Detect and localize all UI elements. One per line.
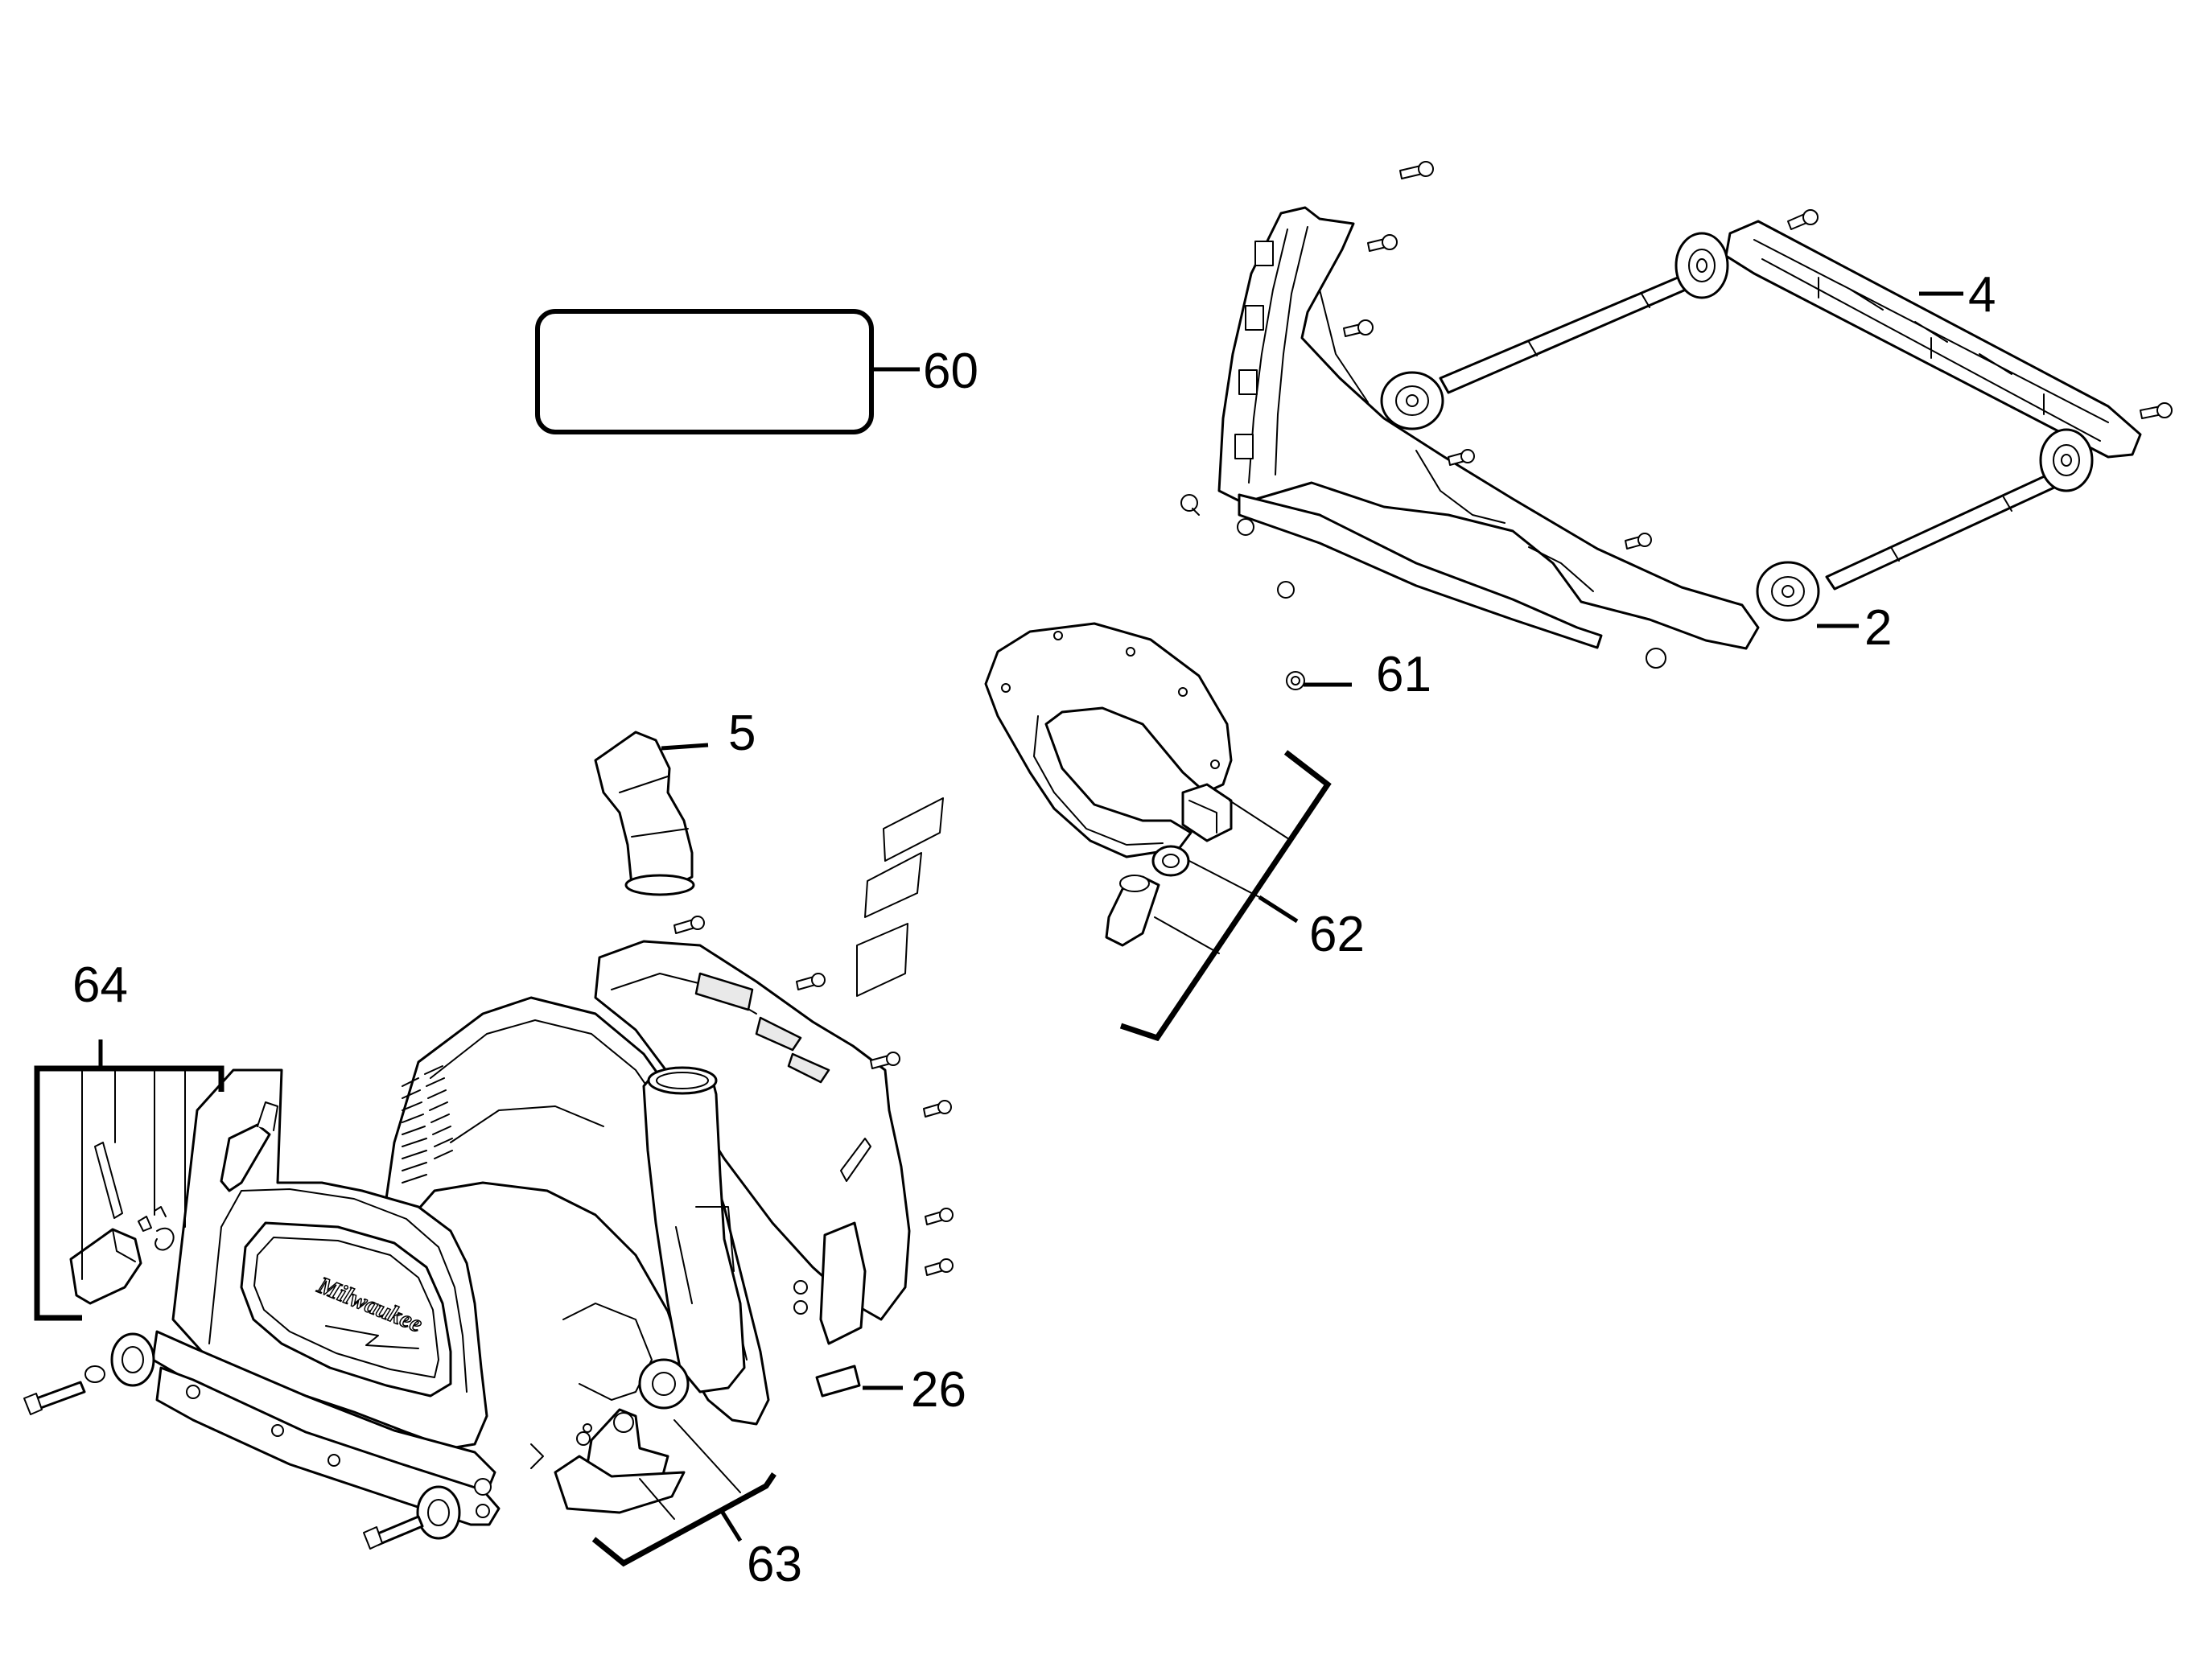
callout-63: 63 [747, 1537, 802, 1592]
guide-shaft-upper [1439, 276, 1687, 394]
screw [1367, 234, 1398, 252]
screw [2140, 402, 2173, 419]
screw [1277, 581, 1295, 599]
brand-badge: Milwaukee [240, 1221, 452, 1398]
blade-guard-housing: Milwaukee [23, 797, 954, 1550]
label-box-part-60 [535, 309, 920, 434]
callout-4: 4 [1968, 267, 1996, 323]
screw [1448, 449, 1475, 466]
callout-2: 2 [1864, 600, 1892, 656]
screw [1399, 161, 1434, 179]
screw [925, 1208, 954, 1225]
screw [271, 1424, 284, 1437]
screw [1180, 494, 1200, 516]
roller-bearing-part-2 [1756, 561, 1820, 622]
bracket-64 [34, 1039, 224, 1321]
roller-bearing-upper-right [1674, 232, 1729, 299]
adjustment-knob [638, 1358, 690, 1410]
screw [925, 1258, 954, 1276]
callout-60: 60 [923, 344, 978, 399]
screw [793, 1300, 808, 1315]
screw [793, 1280, 808, 1295]
screw [923, 1100, 952, 1118]
callout-labels: 60 4 2 61 5 62 64 26 63 [72, 267, 1996, 1592]
axle-bolt-upper [23, 1381, 86, 1415]
roller-bearing-lower-right [2039, 428, 2094, 492]
screw [1343, 319, 1374, 337]
guard-clamp-flange-part-62 [984, 622, 1233, 947]
screw [673, 916, 705, 934]
callout-62: 62 [1309, 907, 1365, 962]
screw [327, 1454, 340, 1467]
roller-bearing-upper-left [1380, 371, 1444, 430]
screw [1237, 518, 1254, 536]
guide-shaft-lower [1825, 473, 2058, 591]
axle-bolt-lower [363, 1515, 424, 1550]
roller-front-upper [110, 1332, 155, 1387]
callout-5: 5 [728, 706, 756, 761]
dust-port-elbow-part-5 [594, 731, 709, 896]
screw [796, 973, 826, 990]
bracket-63 [591, 1419, 776, 1567]
latch-kit-part-64 [69, 1101, 278, 1305]
screw [1625, 533, 1652, 550]
roller-front-lower [416, 1485, 461, 1540]
bracket-62 [1119, 750, 1332, 1042]
callout-64: 64 [72, 957, 128, 1013]
screw [870, 1052, 900, 1069]
screw [186, 1385, 200, 1399]
foam-pad-part-26 [815, 1365, 903, 1398]
callout-26: 26 [911, 1362, 966, 1418]
screw [1787, 209, 1819, 230]
callout-61: 61 [1376, 647, 1431, 702]
screw-part-61 [1286, 671, 1305, 690]
rail-carriage-assembly [1180, 161, 2173, 690]
vent-slots [402, 1065, 453, 1184]
